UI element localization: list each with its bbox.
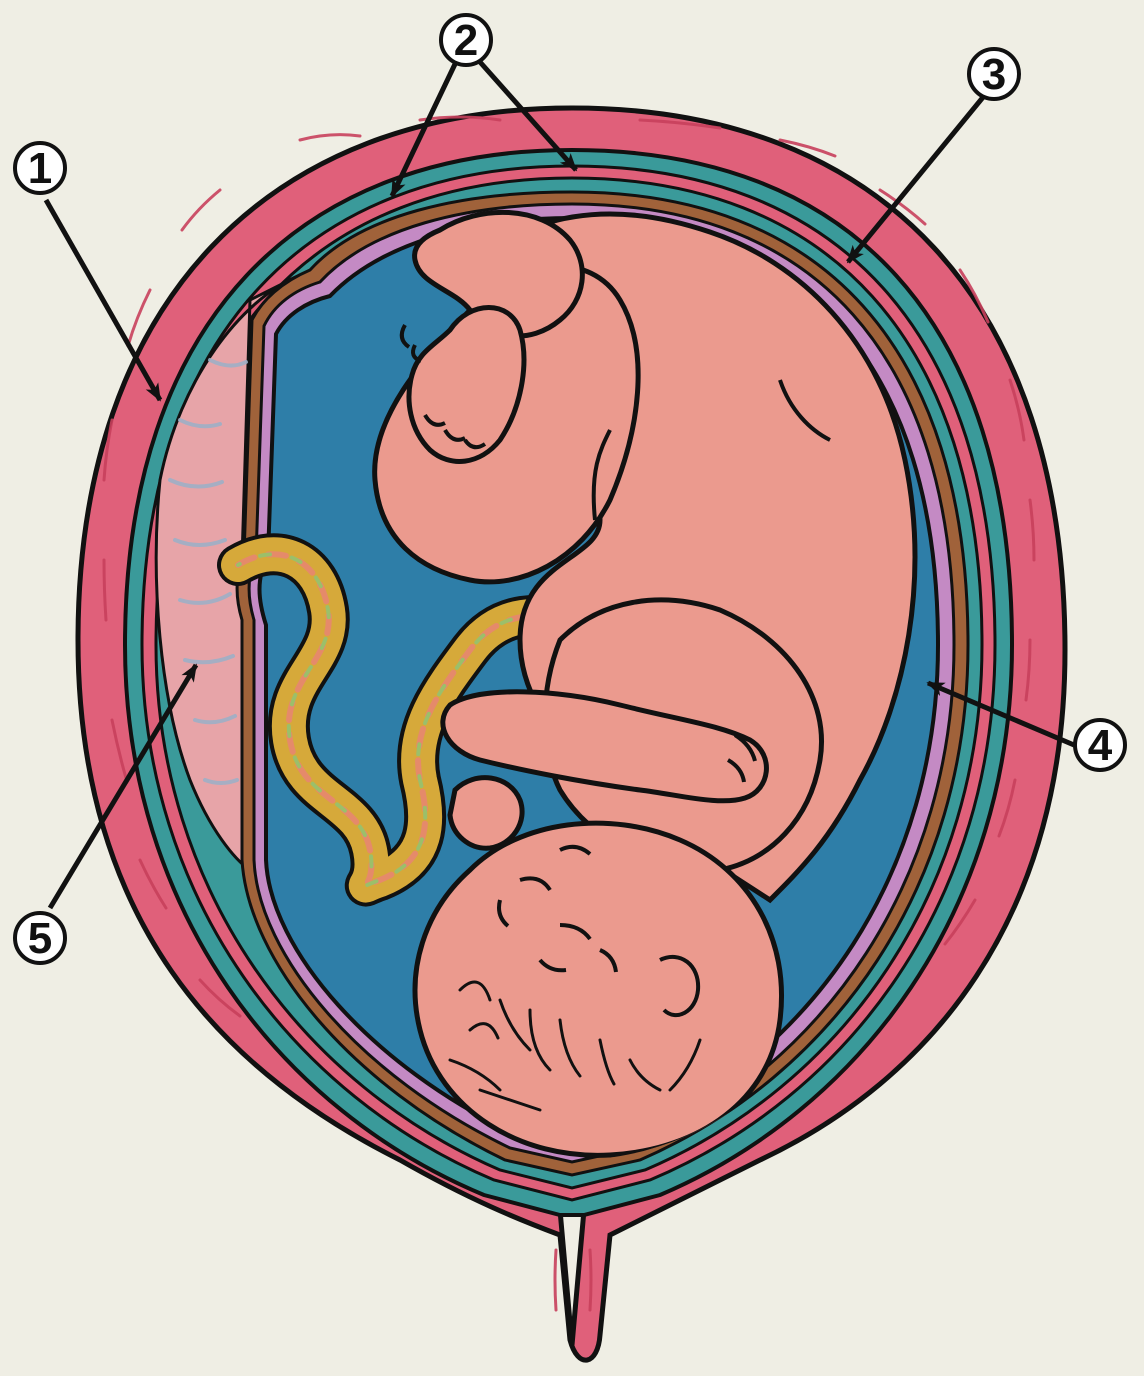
callout-number: 2: [454, 16, 478, 65]
callout-label-4: 4: [1075, 720, 1125, 770]
callout-number: 4: [1088, 721, 1113, 770]
callout-number: 5: [28, 914, 52, 963]
callout-label-5: 5: [15, 913, 65, 963]
callout-number: 3: [982, 50, 1006, 99]
callout-label-1: 1: [15, 143, 65, 193]
arrow-1: [46, 200, 160, 400]
callout-label-2: 2: [441, 15, 491, 65]
callout-label-3: 3: [969, 49, 1019, 99]
callout-number: 1: [28, 144, 52, 193]
